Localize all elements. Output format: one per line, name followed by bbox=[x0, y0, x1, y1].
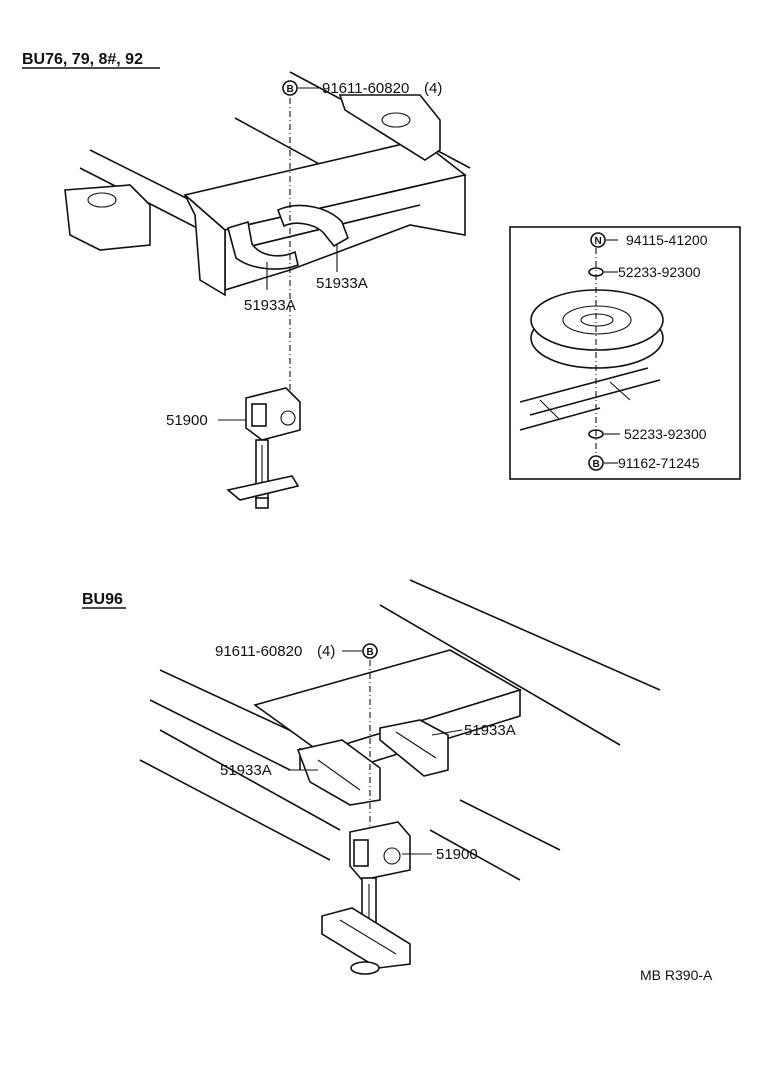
label-bolt-bottom: 91611-60820 bbox=[215, 643, 302, 660]
nut-symbol-n bbox=[590, 232, 606, 248]
label-bolt-inset: 91162-71245 bbox=[618, 455, 700, 471]
bolt-symbol-b-inset bbox=[588, 455, 604, 471]
spare-tire-carrier-top bbox=[226, 387, 301, 509]
bolt-symbol-b-top bbox=[282, 80, 298, 96]
label-bolt-top: 91611-60820 bbox=[322, 80, 409, 97]
label-bracket-right-bottom: 51933A bbox=[464, 722, 516, 739]
inset-box bbox=[509, 226, 741, 480]
inset-spare-tire bbox=[519, 248, 664, 458]
label-carrier-bottom: 51900 bbox=[436, 846, 478, 863]
frame-assembly-top bbox=[64, 71, 471, 390]
bolt-symbol-b-inset-text: B bbox=[593, 459, 600, 470]
label-washer-upper-inset: 52233-92300 bbox=[618, 264, 701, 280]
label-bolt-qty-top: (4) bbox=[424, 80, 442, 97]
label-carrier-top: 51900 bbox=[166, 412, 208, 429]
label-bolt-qty-bottom: (4) bbox=[317, 643, 335, 660]
bolt-symbol-b-bottom bbox=[362, 643, 378, 659]
frame-assembly-bottom bbox=[139, 579, 661, 881]
spare-tire-carrier-bottom bbox=[321, 821, 411, 975]
section-header-bottom: BU96 bbox=[82, 591, 123, 608]
label-bracket-left-bottom: 51933A bbox=[220, 762, 272, 779]
label-washer-lower-inset: 52233-92300 bbox=[624, 426, 707, 442]
label-nut-inset: 94115-41200 bbox=[626, 232, 708, 248]
label-bracket-left-top: 51933A bbox=[244, 297, 296, 314]
nut-symbol-n-text: N bbox=[595, 236, 602, 247]
label-bracket-right-top: 51933A bbox=[316, 275, 368, 292]
diagram-code: MB R390-A bbox=[640, 967, 713, 983]
bolt-symbol-b-top-text: B bbox=[287, 84, 294, 95]
bolt-symbol-b-bottom-text: B bbox=[367, 647, 374, 658]
section-header-top: BU76, 79, 8#, 92 bbox=[22, 51, 143, 68]
